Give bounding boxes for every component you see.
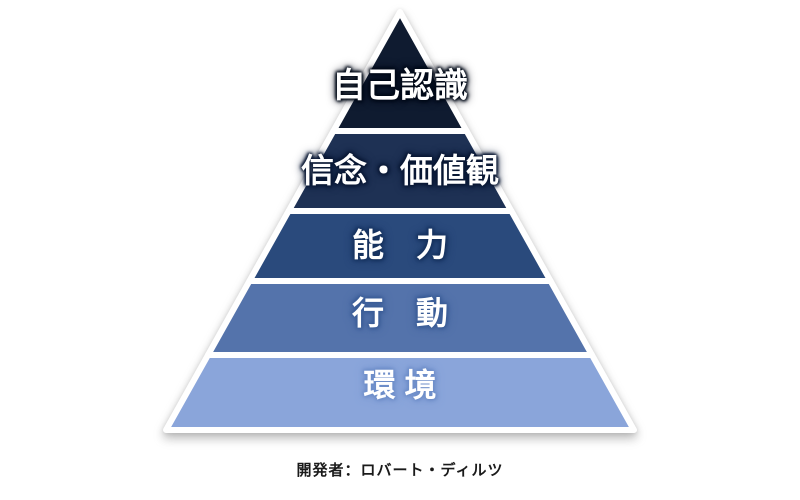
level-label-capability: 能 力 xyxy=(351,227,448,263)
level-label-environment: 環 境 xyxy=(363,367,437,403)
level-label-beliefs-values: 信念・価値観 xyxy=(301,152,499,189)
caption: 開発者：ロバート・ディルツ xyxy=(296,462,504,479)
level-shape-environment xyxy=(163,352,637,433)
level-label-behavior: 行 動 xyxy=(351,295,448,331)
level-label-self-awareness: 自己認識 xyxy=(332,67,468,105)
